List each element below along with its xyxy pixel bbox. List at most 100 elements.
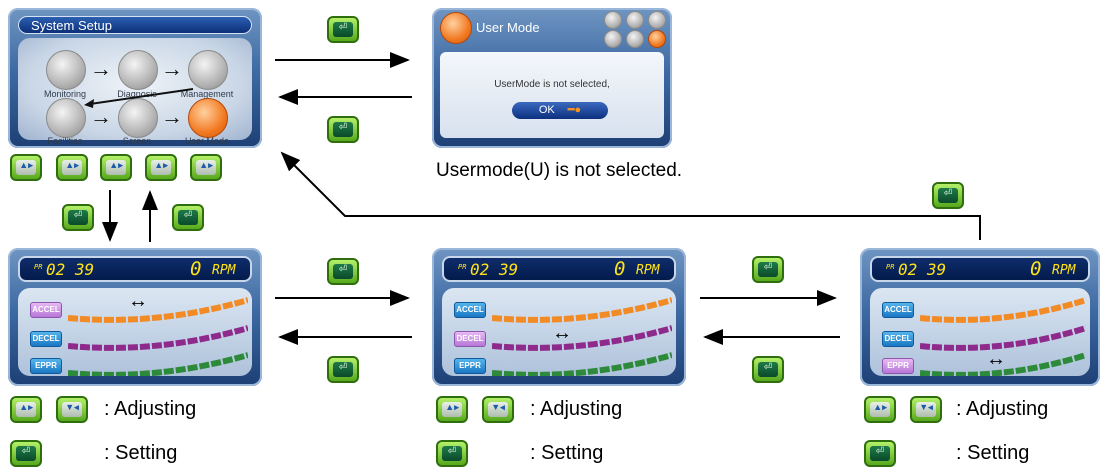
legend-adjusting: : Adjusting xyxy=(104,398,197,420)
adjust-key[interactable]: ▲▸ xyxy=(10,154,42,181)
legend-adjusting: : Adjusting xyxy=(530,398,623,420)
decel-gauge-fill xyxy=(920,325,1086,351)
menu-label-user-mode: User Mode xyxy=(184,136,229,146)
lcd-prefix: PR xyxy=(886,263,895,271)
management-icon[interactable] xyxy=(648,11,666,29)
adjust-down-key[interactable]: ▼◂ xyxy=(56,396,88,423)
eppr-button[interactable]: EPPR xyxy=(882,358,914,374)
user-mode-icon[interactable] xyxy=(648,30,666,48)
usermode-caption: Usermode(U) is not selected. xyxy=(436,160,683,181)
lcd-display: PR 02 39 0 RPM xyxy=(870,256,1090,282)
screen-icon[interactable] xyxy=(118,98,158,138)
adjust-key[interactable]: ▲▸ xyxy=(100,154,132,181)
diagnosis-icon[interactable] xyxy=(118,50,158,90)
eppr-button[interactable]: EPPR xyxy=(454,358,486,374)
accel-gauge-fill xyxy=(68,297,248,323)
gauge-bars xyxy=(492,297,672,376)
decel-gauge-fill xyxy=(492,325,672,351)
eppr-gauge-fill xyxy=(920,352,1086,376)
enter-key[interactable]: ⏎ xyxy=(327,258,359,285)
user-mode-icon[interactable] xyxy=(188,98,228,138)
menu-label-screen: Screen xyxy=(122,136,152,146)
lcd-unit: RPM xyxy=(212,263,236,278)
dialog-body: UserMode is not selected, OK ━● xyxy=(440,52,664,138)
adjust-down-key[interactable]: ▼◂ xyxy=(910,396,942,423)
monitor-panel-decel: PR 02 39 0 RPM ACCEL DECEL EPPR ↔ xyxy=(432,248,686,386)
menu-label-diagnosis: Diagnosis xyxy=(117,89,157,99)
eppr-button[interactable]: EPPR xyxy=(30,358,62,374)
gauge-area: ACCEL DECEL EPPR ↔ xyxy=(870,288,1090,376)
adjust-double-arrow-icon: ↔ xyxy=(552,322,572,344)
lcd-unit: RPM xyxy=(636,263,660,278)
lcd-prefix: PR xyxy=(458,263,467,271)
decel-button[interactable]: DECEL xyxy=(882,331,914,347)
adjust-up-key[interactable]: ▲▸ xyxy=(10,396,42,423)
adjust-key[interactable]: ▲▸ xyxy=(145,154,177,181)
ok-button[interactable]: OK ━● xyxy=(512,102,608,119)
decel-gauge-fill xyxy=(68,325,248,351)
management-icon[interactable] xyxy=(188,50,228,90)
adjust-up-key[interactable]: ▲▸ xyxy=(436,396,468,423)
dialog-message: UserMode is not selected, xyxy=(494,79,610,90)
decel-button[interactable]: DECEL xyxy=(454,331,486,347)
enter-key[interactable]: ⏎ xyxy=(752,356,784,383)
diagonal-arrow-icon xyxy=(84,88,194,108)
enter-key[interactable]: ⏎ xyxy=(327,116,359,143)
system-setup-screen: System Setup Monitoring → Diagnosis → Ma… xyxy=(8,8,262,148)
monitor-panel-accel: PR 02 39 0 RPM ACCEL DECEL EPPR ↔ xyxy=(8,248,262,386)
decel-button[interactable]: DECEL xyxy=(30,331,62,347)
enter-key[interactable]: ⏎ xyxy=(752,256,784,283)
user-mode-screen: User Mode UserMode is not selected, OK ━… xyxy=(432,8,672,148)
arrow-right-icon: → xyxy=(161,104,183,129)
menu-label-monitoring: Monitoring xyxy=(43,89,87,99)
enter-key[interactable]: ⏎ xyxy=(172,204,204,231)
monitor-panel-eppr: PR 02 39 0 RPM ACCEL DECEL EPPR ↔ xyxy=(860,248,1100,386)
enter-key[interactable]: ⏎ xyxy=(62,204,94,231)
accel-button[interactable]: ACCEL xyxy=(454,302,486,318)
lcd-time: 02 39 xyxy=(898,260,947,279)
gauge-bars xyxy=(920,297,1086,376)
system-setup-title: System Setup xyxy=(18,16,252,34)
legend-setting: : Setting xyxy=(530,442,604,464)
legend-setting: : Setting xyxy=(104,442,178,464)
enter-key[interactable]: ⏎ xyxy=(327,356,359,383)
enter-key[interactable]: ⏎ xyxy=(932,182,964,209)
facilities-icon[interactable] xyxy=(604,30,622,48)
adjust-down-key[interactable]: ▼◂ xyxy=(482,396,514,423)
adjust-up-key[interactable]: ▲▸ xyxy=(864,396,896,423)
key-icon: ━● xyxy=(567,104,582,116)
screen-icon[interactable] xyxy=(626,30,644,48)
enter-key[interactable]: ⏎ xyxy=(327,16,359,43)
adjust-double-arrow-icon: ↔ xyxy=(128,290,148,312)
menu-label-management: Management xyxy=(180,89,234,99)
adjust-key[interactable]: ▲▸ xyxy=(190,154,222,181)
lcd-display: PR 02 39 0 RPM xyxy=(442,256,676,282)
system-setup-menu-area: Monitoring → Diagnosis → Management Faci… xyxy=(18,38,252,146)
enter-key[interactable]: ⏎ xyxy=(10,440,42,467)
adjust-double-arrow-icon: ↔ xyxy=(986,348,1006,370)
arrow-right-icon: → xyxy=(161,56,183,81)
monitoring-icon[interactable] xyxy=(604,11,622,29)
accel-button[interactable]: ACCEL xyxy=(30,302,62,318)
legend-adjusting: : Adjusting xyxy=(956,398,1049,420)
lcd-value: 0 xyxy=(614,258,626,280)
user-mode-title: User Mode xyxy=(476,20,540,35)
facilities-icon[interactable] xyxy=(46,98,86,138)
accel-button[interactable]: ACCEL xyxy=(882,302,914,318)
enter-key[interactable]: ⏎ xyxy=(436,440,468,467)
user-mode-icon xyxy=(440,12,472,44)
legend-setting: : Setting xyxy=(956,442,1030,464)
accel-gauge-fill xyxy=(920,297,1086,323)
gauge-bars xyxy=(68,297,248,376)
lcd-prefix: PR xyxy=(34,263,43,271)
enter-key[interactable]: ⏎ xyxy=(864,440,896,467)
diagnosis-icon[interactable] xyxy=(626,11,644,29)
arrow-right-icon: → xyxy=(90,104,112,129)
accel-gauge-fill xyxy=(492,297,672,323)
lcd-value: 0 xyxy=(190,258,202,280)
monitoring-icon[interactable] xyxy=(46,50,86,90)
adjust-key[interactable]: ▲▸ xyxy=(56,154,88,181)
arrow-right-icon: → xyxy=(90,56,112,81)
lcd-value: 0 xyxy=(1030,258,1042,280)
